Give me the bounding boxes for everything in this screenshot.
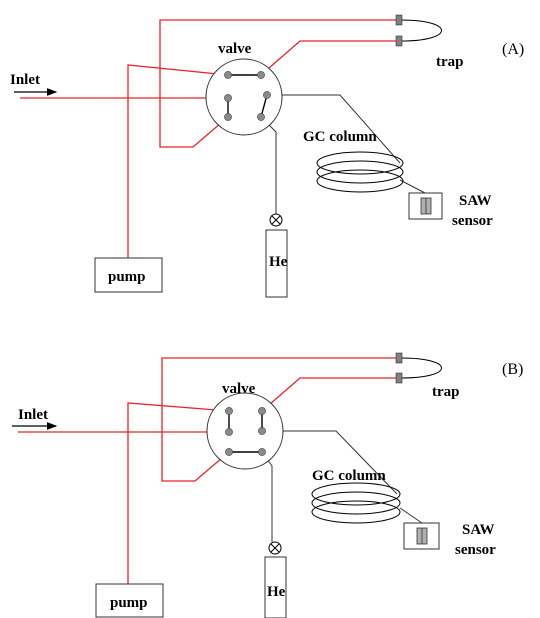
panel-b-sensor-line xyxy=(399,507,423,524)
panel-b-trap-coil xyxy=(400,357,442,379)
panel-a-he-cylinder xyxy=(265,213,288,298)
panel-a-pump-box xyxy=(94,257,163,293)
panel-a-trap xyxy=(395,14,442,47)
panel-a: valve Inlet trap (A) GC column SAW senso… xyxy=(10,14,524,298)
panel-a-port-5 xyxy=(224,113,232,121)
panel-b-trap-end-bottom xyxy=(395,372,403,384)
panel-a-port-1 xyxy=(224,71,232,79)
panel-b-column-line xyxy=(262,430,398,495)
panel-a-he-tank xyxy=(265,229,288,298)
panel-b-coil-loop-2 xyxy=(311,491,401,515)
panel-a-saw-sensor xyxy=(408,192,443,220)
panel-b-panel-label: (B) xyxy=(502,361,523,378)
panel-b: valve Inlet trap (B) GC column SAW senso… xyxy=(12,352,523,618)
panel-b-gc-column-coil xyxy=(311,482,401,524)
panel-b-trap-end-top xyxy=(395,352,403,364)
panel-b-he-line xyxy=(261,451,273,542)
panel-a-column-line xyxy=(267,94,401,164)
panel-b-port-2 xyxy=(258,407,266,415)
panel-a-coil-loop-1 xyxy=(316,151,404,175)
panel-b-coil-loop-3 xyxy=(311,500,401,524)
panel-a-inlet-label: Inlet xyxy=(10,72,40,88)
panel-b-dark-tubing xyxy=(261,430,423,542)
panel-a-port-6 xyxy=(257,113,265,121)
panel-a-trap-end-bottom xyxy=(395,35,403,47)
panel-a-red-tubing xyxy=(20,19,397,258)
panel-b-saw-sensor xyxy=(403,522,440,550)
panel-a-saw-label: SAW xyxy=(459,193,492,209)
panel-a-coil-loop-2 xyxy=(316,160,404,184)
panel-a-sensor-line xyxy=(399,179,426,194)
panel-a-panel-label: (A) xyxy=(502,41,524,58)
panel-b-red-tubing xyxy=(18,357,397,584)
panel-b-he-cylinder xyxy=(264,541,287,618)
panel-a-gc-column-coil xyxy=(316,151,404,193)
panel-b-saw-label: SAW xyxy=(462,522,495,538)
panel-b-pump-line xyxy=(127,402,230,584)
panel-a-trap-loop-right-line xyxy=(260,40,397,76)
panel-a-trap-label: trap xyxy=(436,54,464,70)
panel-a-pump-line xyxy=(127,64,229,258)
panel-b-port-5 xyxy=(225,448,233,456)
panel-a-valve-label: valve xyxy=(218,41,252,57)
panel-b-pump-box xyxy=(95,583,164,618)
panel-b-port-1 xyxy=(225,407,233,415)
panel-a-trap-end-top xyxy=(395,14,403,26)
panel-a-he-label: He xyxy=(269,254,288,270)
panel-a-sensor-label: sensor xyxy=(452,213,493,229)
panel-a-valve-ports xyxy=(224,71,271,121)
panel-b-gc-column-label: GC column xyxy=(312,468,386,484)
panel-b-port-3 xyxy=(225,428,233,436)
panel-b-inlet-label: Inlet xyxy=(18,407,48,423)
panel-a-he-line xyxy=(260,116,277,214)
panel-b-trap-label: trap xyxy=(432,384,460,400)
panel-b-port-4 xyxy=(258,427,266,435)
panel-a-dark-tubing xyxy=(260,94,426,214)
panel-b-trap-loop-left-line xyxy=(161,357,397,482)
panel-b-trap xyxy=(395,352,442,384)
panel-a-port-4 xyxy=(263,91,271,99)
panel-a-port-2 xyxy=(257,71,265,79)
panel-a-trap-coil xyxy=(400,19,442,42)
panel-a-coil-loop-3 xyxy=(316,169,404,193)
panel-b-valve-label: valve xyxy=(222,381,256,397)
panel-a-port-3 xyxy=(224,94,232,102)
panel-b-he-tank xyxy=(264,556,287,618)
panel-a-valve-body xyxy=(205,58,283,136)
panel-b-trap-loop-right-line xyxy=(261,377,397,412)
panel-b-port-6 xyxy=(258,448,266,456)
panel-b-coil-loop-1 xyxy=(311,482,401,506)
panel-a-trap-loop-left-line xyxy=(159,19,397,148)
panel-b-pump-label: pump xyxy=(110,595,148,611)
panel-a-gc-column-label: GC column xyxy=(303,129,377,145)
panel-b-valve-ports xyxy=(225,407,266,456)
panel-a-pump-label: pump xyxy=(108,269,146,285)
panel-b-valve-body xyxy=(206,392,284,470)
panel-b-sensor-label: sensor xyxy=(455,542,496,558)
panel-b-he-label: He xyxy=(267,584,286,600)
